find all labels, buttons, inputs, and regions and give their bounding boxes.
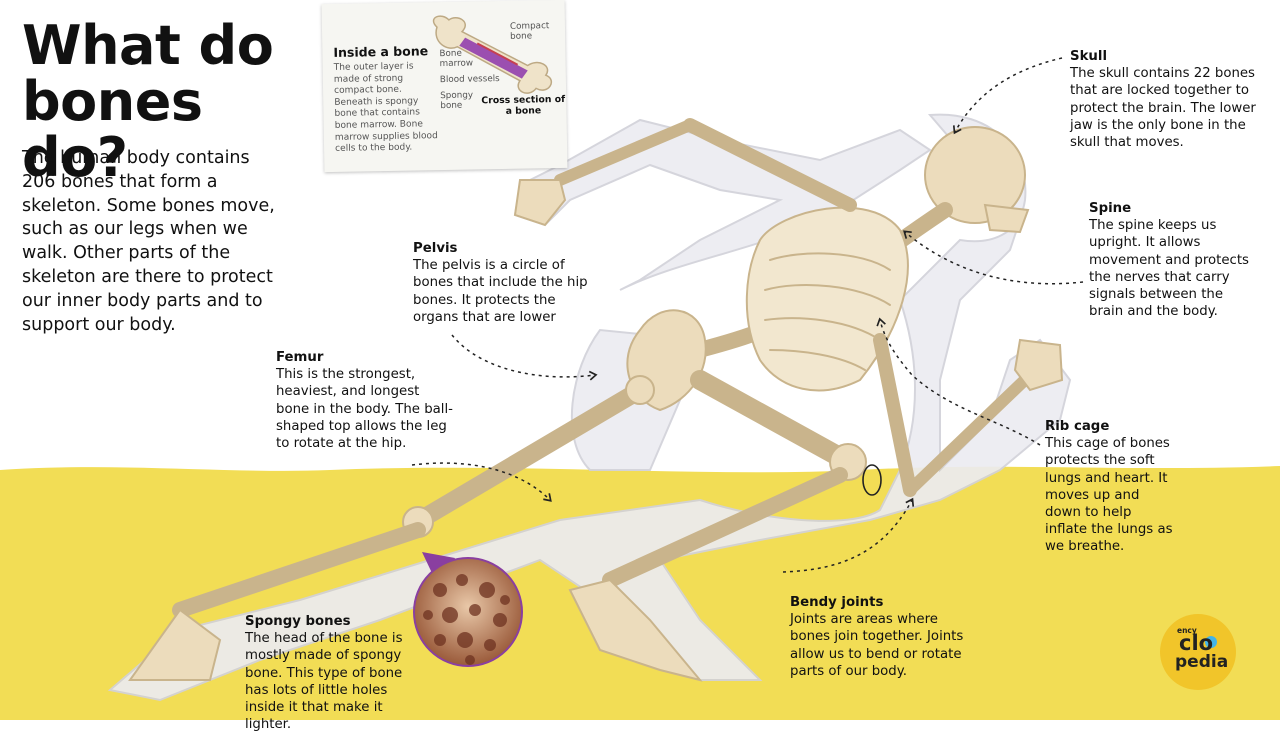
- spine-text: The spine keeps us upright. It allows mo…: [1089, 218, 1249, 320]
- ribcage-callout: Rib cage This cage of bones protects the…: [1045, 418, 1173, 556]
- blood-vessels-label: Blood vessels: [439, 74, 500, 86]
- pelvis-title: Pelvis: [413, 241, 458, 256]
- encyclopedia-logo: ency clo pedia: [1160, 614, 1236, 690]
- logo-dot-icon: [1205, 636, 1217, 648]
- cross-section-caption: Cross section of a bone: [481, 93, 566, 117]
- spongy-bones-title: Spongy bones: [245, 614, 351, 629]
- joints-callout: Bendy joints Joints are areas where bone…: [790, 594, 970, 680]
- compact-bone-label: Compact bone: [509, 21, 550, 42]
- inset-title: Inside a bone: [333, 43, 429, 60]
- logo-bottom-text: pedia: [1175, 652, 1229, 672]
- intro-text: The human body contains 206 bones that f…: [22, 148, 275, 335]
- femur-title: Femur: [276, 350, 324, 365]
- pelvis-callout: Pelvis The pelvis is a circle of bones t…: [413, 240, 588, 326]
- bone-marrow-label: Bone marrow: [439, 48, 474, 70]
- bone-cross-section-icon: [432, 15, 552, 94]
- skeleton-bones: [128, 118, 1064, 682]
- femur-callout: Femur This is the strongest, heaviest, a…: [276, 349, 456, 452]
- inside-bone-inset: Inside a bone The outer layer is made of…: [321, 0, 568, 173]
- logo-top-text: ency: [1177, 626, 1197, 635]
- ribcage-title: Rib cage: [1045, 419, 1110, 434]
- spongy-bone-closeup: [413, 552, 523, 667]
- leader-lines: [411, 57, 1084, 573]
- spongy-bone-label: Spongy bone: [440, 90, 474, 112]
- skull-text: The skull contains 22 bones that are loc…: [1070, 66, 1256, 151]
- pelvis-text: The pelvis is a circle of bones that inc…: [413, 258, 588, 325]
- joints-title: Bendy joints: [790, 595, 884, 610]
- spine-title: Spine: [1089, 201, 1132, 216]
- inset-body: The outer layer is made of strong compac…: [333, 61, 438, 155]
- spine-callout: Spine The spine keeps us upright. It all…: [1089, 200, 1261, 320]
- femur-text: This is the strongest, heaviest, and lon…: [276, 367, 453, 452]
- ribcage-text: This cage of bones protects the soft lun…: [1045, 436, 1173, 555]
- skull-callout: Skull The skull contains 22 bones that a…: [1070, 48, 1260, 151]
- joints-text: Joints are areas where bones join togeth…: [790, 612, 964, 679]
- spongy-bones-callout: Spongy bones The head of the bone is mos…: [245, 613, 427, 733]
- page-title: What do bones do?: [22, 14, 274, 189]
- joint-highlight: [862, 464, 882, 496]
- spongy-bones-text: The head of the bone is mostly made of s…: [245, 631, 403, 733]
- logo-mid-text: clo: [1179, 631, 1214, 655]
- skull-title: Skull: [1070, 49, 1108, 64]
